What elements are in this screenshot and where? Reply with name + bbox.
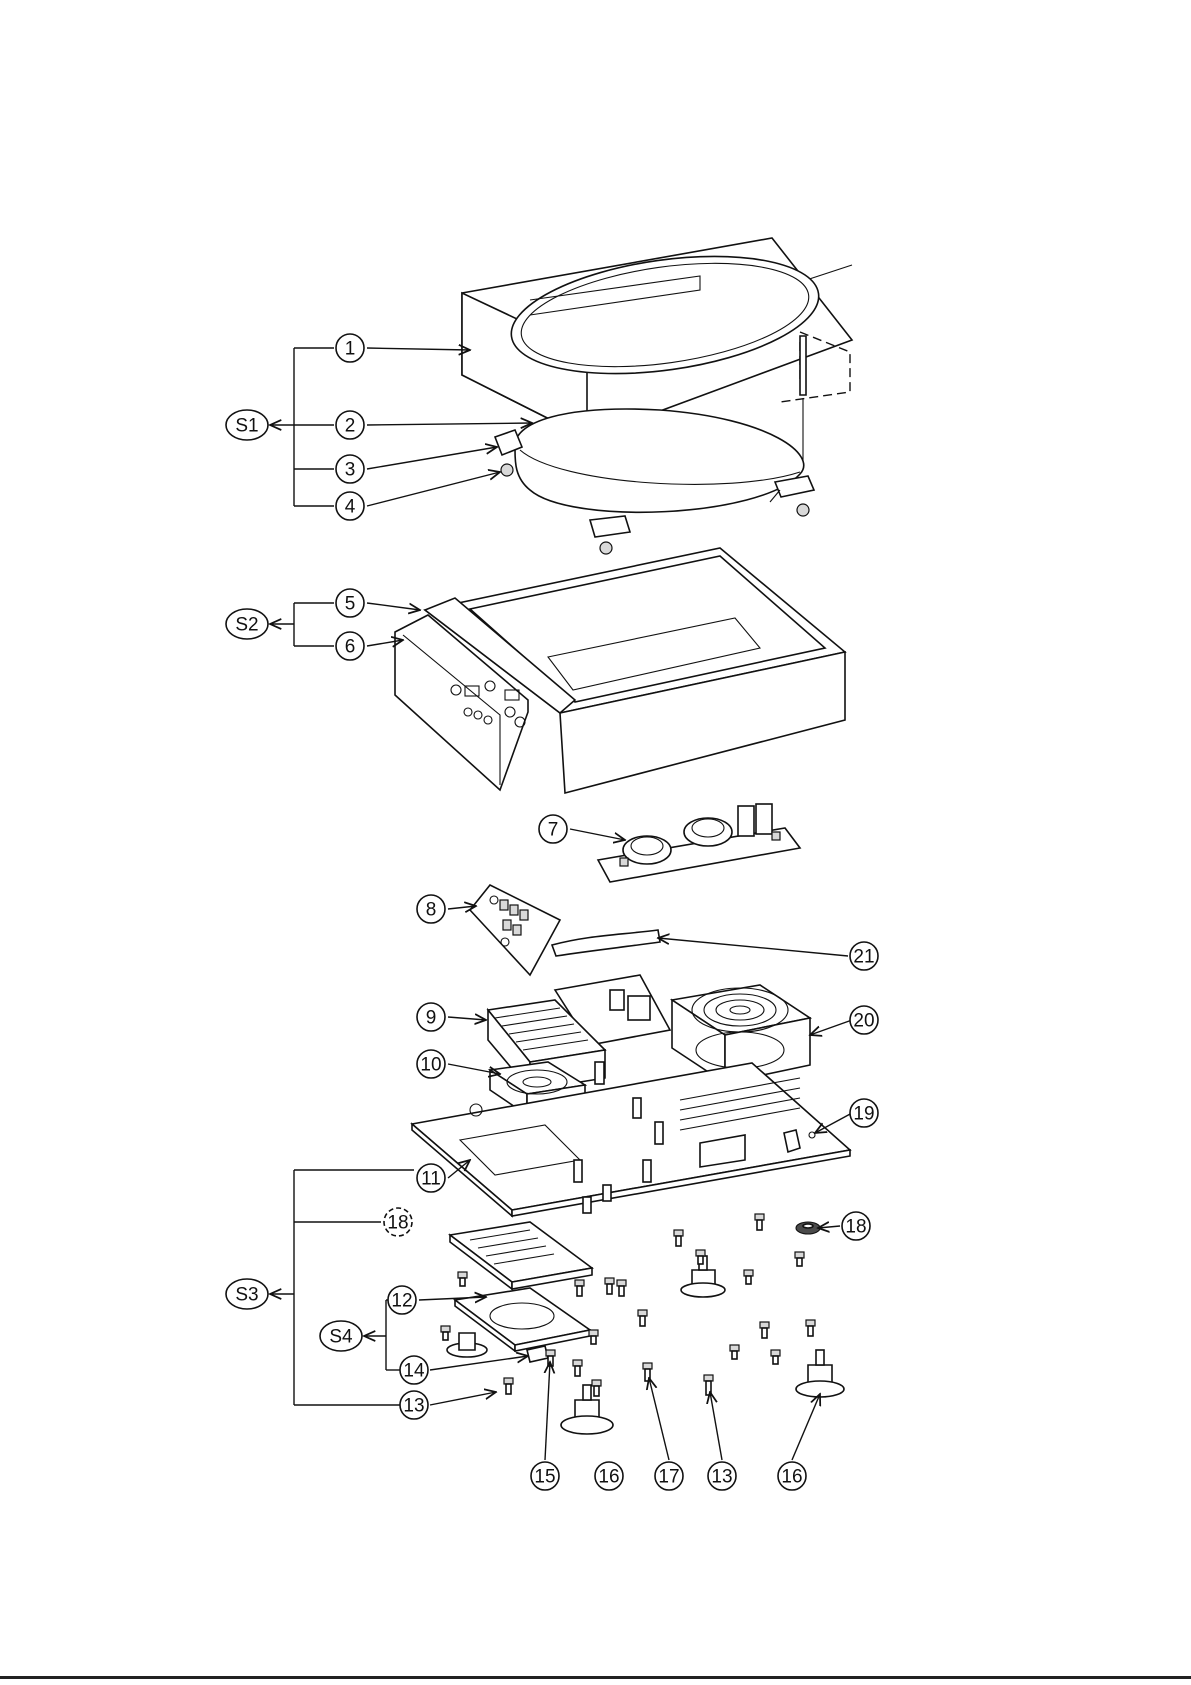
screw xyxy=(605,1278,614,1294)
screw xyxy=(755,1214,764,1230)
svg-text:21: 21 xyxy=(853,947,874,968)
callout-10: 10 xyxy=(417,1050,445,1078)
assembly-label-s3: S3 xyxy=(226,1279,268,1309)
callout-4: 4 xyxy=(336,492,364,520)
svg-text:11: 11 xyxy=(421,1169,441,1190)
callout-16-center: 16 xyxy=(595,1462,623,1490)
screw xyxy=(575,1280,584,1296)
callout-6: 6 xyxy=(336,632,364,660)
screw xyxy=(760,1322,769,1338)
screw xyxy=(589,1330,598,1344)
foot-bottom-center xyxy=(561,1385,613,1434)
svg-text:9: 9 xyxy=(426,1008,437,1029)
callout-17: 17 xyxy=(655,1462,683,1490)
callout-15: 15 xyxy=(531,1462,559,1490)
svg-text:17: 17 xyxy=(658,1467,679,1488)
callout-18-dashed: 18 xyxy=(384,1208,412,1236)
screw xyxy=(573,1360,582,1376)
screw xyxy=(441,1326,450,1340)
fan-guard-part xyxy=(450,1222,592,1289)
power-board-part xyxy=(598,804,800,882)
bracket-center xyxy=(590,516,630,537)
assembly-label-s4: S4 xyxy=(320,1321,362,1351)
screw xyxy=(674,1230,683,1246)
assembly-label-s2: S2 xyxy=(226,609,268,639)
svg-text:19: 19 xyxy=(853,1104,874,1125)
assembly-bracket-s1 xyxy=(270,348,334,506)
callout-19: 19 xyxy=(850,1099,878,1127)
callout-8: 8 xyxy=(417,895,445,923)
screw xyxy=(730,1345,739,1359)
svg-text:16: 16 xyxy=(781,1467,802,1488)
foot-bottom-right xyxy=(796,1350,844,1397)
screw xyxy=(806,1320,815,1336)
svg-text:6: 6 xyxy=(345,637,356,658)
screw xyxy=(696,1250,705,1264)
svg-text:S3: S3 xyxy=(235,1285,258,1306)
svg-text:12: 12 xyxy=(391,1291,412,1312)
ribbon-cable-part xyxy=(552,930,660,956)
assembly-label-s1: S1 xyxy=(226,410,268,440)
callout-7: 7 xyxy=(539,815,567,843)
base-plate-part xyxy=(412,1063,850,1216)
callout-14: 14 xyxy=(400,1356,428,1384)
svg-text:8: 8 xyxy=(426,900,437,921)
svg-text:1: 1 xyxy=(345,339,356,360)
glass-bowl-part xyxy=(515,409,804,512)
svg-text:13: 13 xyxy=(711,1467,732,1488)
callout-18: 18 xyxy=(842,1212,870,1240)
screw xyxy=(795,1252,804,1266)
svg-text:18: 18 xyxy=(387,1213,408,1234)
control-board-part xyxy=(470,885,560,975)
screw xyxy=(771,1350,780,1364)
nut-center xyxy=(600,542,612,554)
grommet-part xyxy=(796,1222,820,1234)
svg-text:S1: S1 xyxy=(235,416,258,437)
callout-3: 3 xyxy=(336,455,364,483)
svg-text:20: 20 xyxy=(853,1011,874,1032)
callout-11: 11 xyxy=(417,1164,445,1192)
callout-5: 5 xyxy=(336,589,364,617)
svg-text:14: 14 xyxy=(403,1361,425,1382)
svg-text:5: 5 xyxy=(345,594,356,615)
svg-text:16: 16 xyxy=(598,1467,619,1488)
nut-left xyxy=(501,464,513,476)
screw xyxy=(617,1280,626,1296)
callout-13-bottom: 13 xyxy=(708,1462,736,1490)
screw xyxy=(458,1272,467,1286)
page-bottom-rule xyxy=(0,1676,1191,1679)
svg-text:4: 4 xyxy=(345,497,356,518)
callout-2: 2 xyxy=(336,411,364,439)
svg-text:S2: S2 xyxy=(235,615,258,636)
svg-text:10: 10 xyxy=(420,1055,441,1076)
nut-right xyxy=(797,504,809,516)
svg-text:3: 3 xyxy=(345,460,356,481)
screw xyxy=(704,1375,713,1395)
top-frame-part xyxy=(462,238,852,438)
screw xyxy=(744,1270,753,1284)
callout-12: 12 xyxy=(388,1286,416,1314)
callout-16-right: 16 xyxy=(778,1462,806,1490)
screw xyxy=(638,1310,647,1326)
assembly-bracket-s2 xyxy=(270,603,334,646)
svg-text:S4: S4 xyxy=(329,1327,353,1348)
svg-text:18: 18 xyxy=(845,1217,866,1238)
screw xyxy=(592,1380,601,1396)
screw xyxy=(643,1363,652,1381)
callout-21: 21 xyxy=(850,942,878,970)
svg-text:2: 2 xyxy=(345,416,356,437)
callout-13-left: 13 xyxy=(400,1391,428,1419)
svg-text:13: 13 xyxy=(403,1396,424,1417)
svg-text:15: 15 xyxy=(534,1467,555,1488)
callout-1: 1 xyxy=(336,334,364,362)
screw xyxy=(504,1378,513,1394)
callout-20: 20 xyxy=(850,1006,878,1034)
callout-9: 9 xyxy=(417,1003,445,1031)
svg-text:7: 7 xyxy=(548,820,559,841)
foot-left xyxy=(447,1333,487,1357)
